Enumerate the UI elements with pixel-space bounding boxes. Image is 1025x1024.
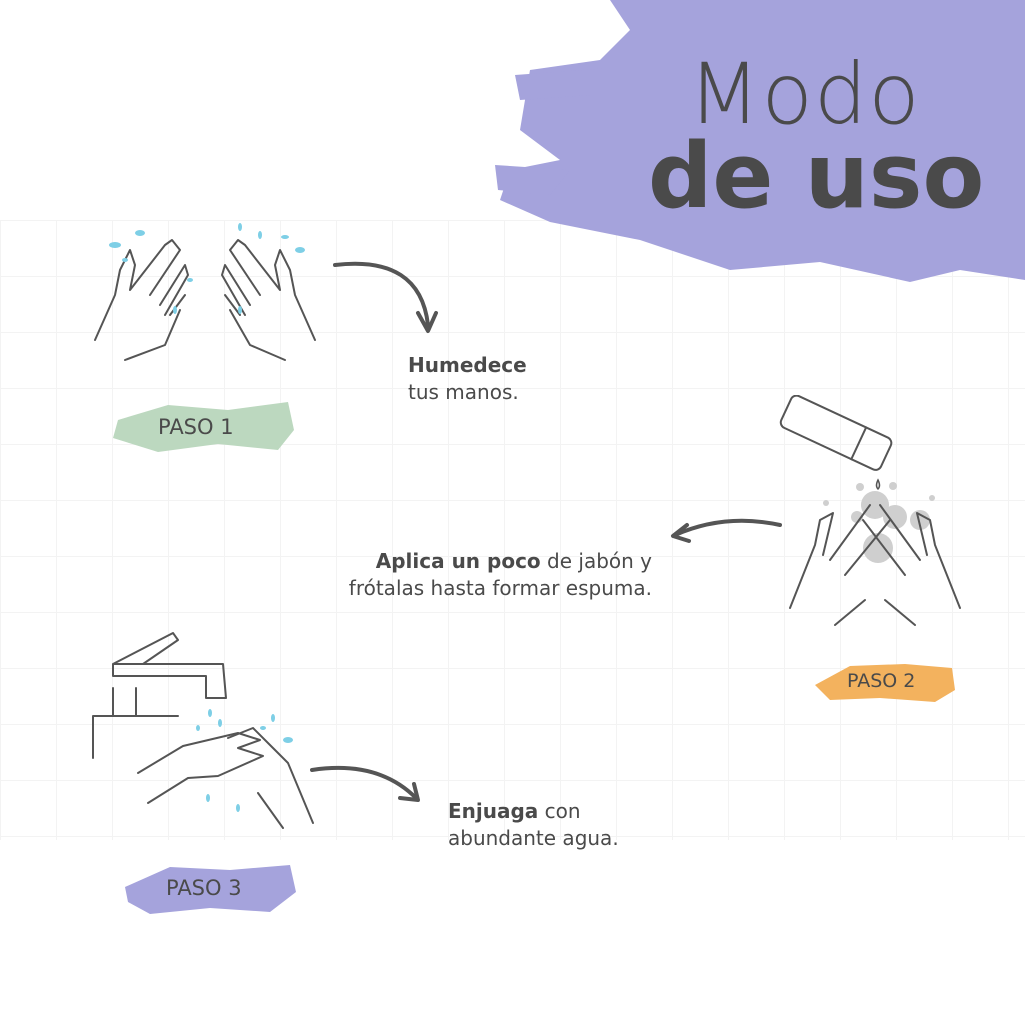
step-3-bold: Enjuaga [448, 799, 539, 823]
paso-2-badge: PASO 2 [847, 670, 916, 692]
paso-1-badge: PASO 1 [158, 415, 234, 439]
step-2-text: Aplica un poco de jabón y frótalas hasta… [315, 548, 652, 602]
step-1-text: Humedece tus manos. [408, 352, 527, 406]
title-line-2: de uso [648, 124, 985, 229]
step-3-rest: con [538, 799, 581, 823]
paso-3-brush [125, 865, 296, 914]
paso-2-brush [815, 664, 955, 702]
arrow-right-icon [310, 765, 420, 802]
step-3-line2: abundante agua. [448, 826, 619, 850]
paso-3-badge: PASO 3 [166, 876, 242, 900]
title-brush-stroke [495, 0, 1025, 282]
step-2-bold: Aplica un poco [375, 549, 541, 573]
step-2-line2: frótalas hasta formar espuma. [348, 576, 652, 600]
paso-1-brush [113, 402, 294, 452]
arrow-down-icon [333, 261, 438, 333]
wet-hands-illustration [94, 223, 316, 361]
step-3-text: Enjuaga con abundante agua. [448, 798, 619, 852]
soap-hands-illustration [779, 395, 961, 626]
rinse-hands-illustration [92, 632, 314, 829]
arrow-left-icon [671, 518, 782, 543]
step-1-rest: tus manos. [408, 380, 519, 404]
background-grid [0, 220, 1025, 840]
step-2-rest: de jabón y [540, 549, 652, 573]
step-1-bold: Humedece [408, 353, 527, 377]
title-line-1: Modo [688, 45, 921, 143]
